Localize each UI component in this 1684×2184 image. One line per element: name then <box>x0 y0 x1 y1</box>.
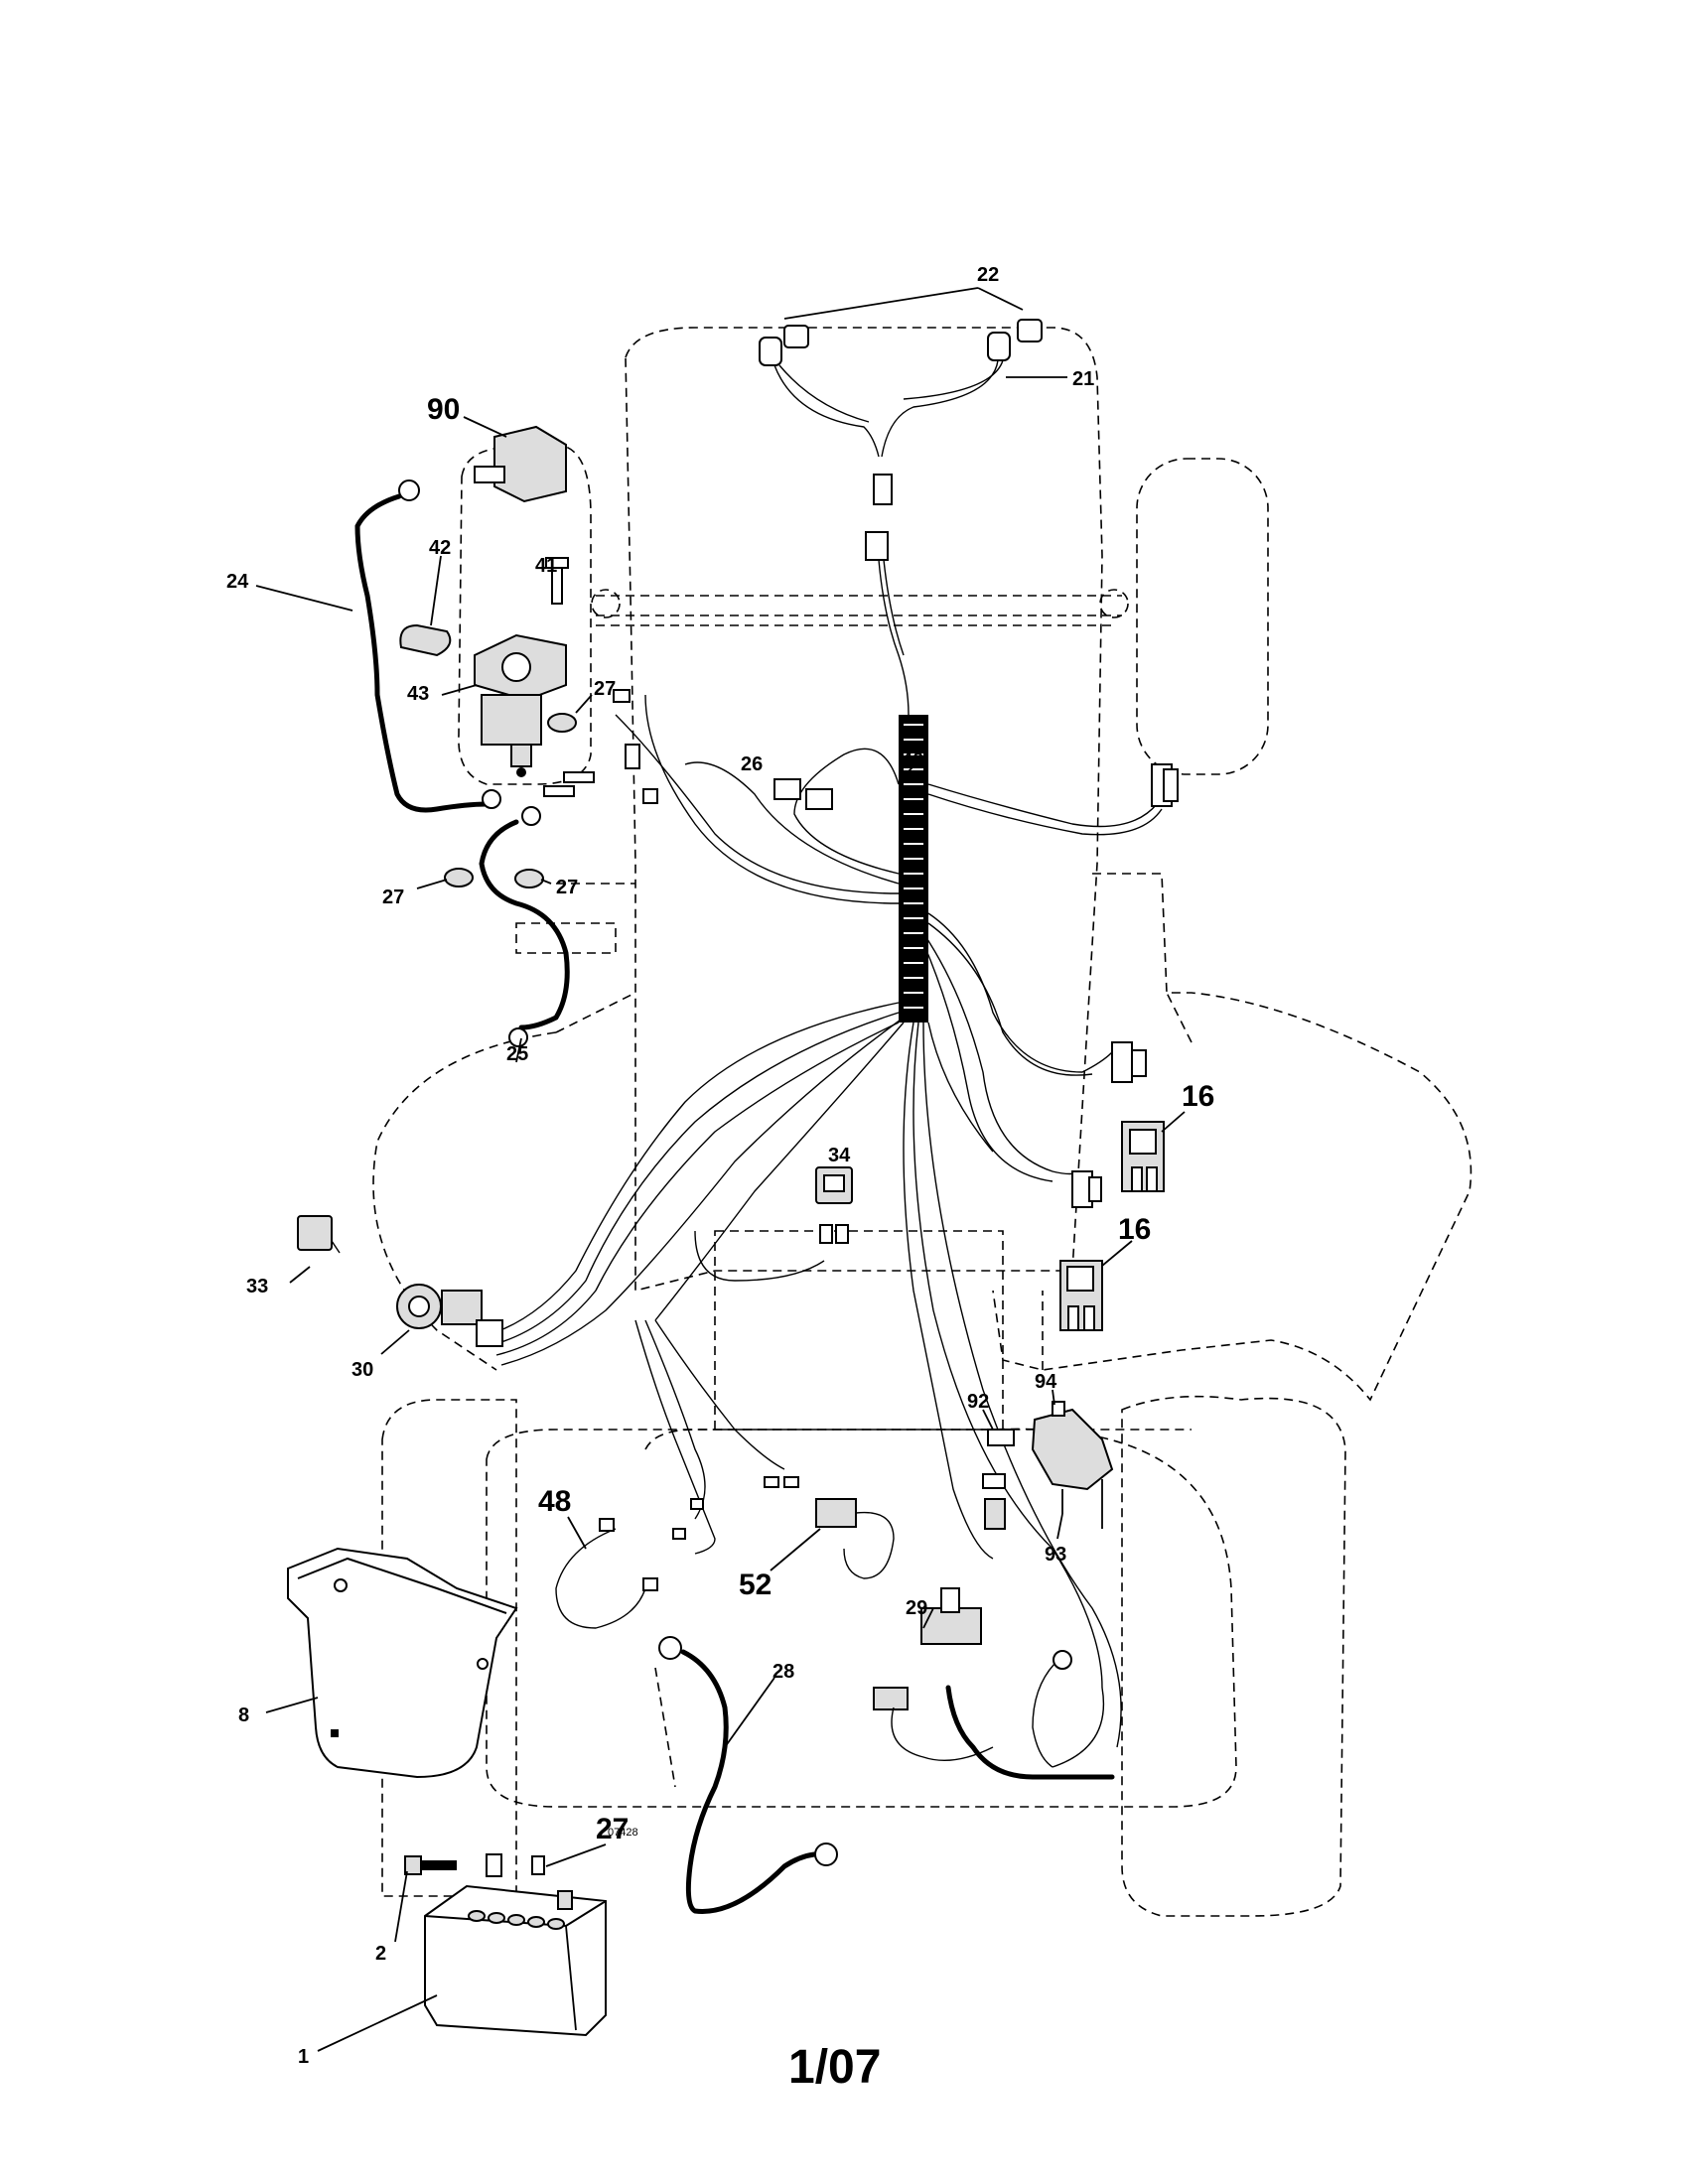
interlock-switch-16a <box>1111 1041 1165 1192</box>
callout-22: 22 <box>977 264 999 286</box>
starter-solenoid-area <box>399 425 658 888</box>
page-code: 1/07 <box>788 2041 881 2094</box>
callout-27b: 27 <box>382 887 404 908</box>
callout-16a: 16 <box>1182 1080 1214 1113</box>
pto-switch-94 <box>1031 1401 1114 1529</box>
callout-52: 52 <box>739 1569 772 1601</box>
callout-33: 33 <box>246 1276 268 1297</box>
main-harness <box>486 694 1179 1768</box>
callout-25: 25 <box>506 1043 528 1065</box>
callout-26: 26 <box>741 753 763 775</box>
callout-42: 42 <box>429 537 451 559</box>
callout-94: 94 <box>1035 1371 1057 1393</box>
callout-40: 40 <box>902 750 923 771</box>
relay-92 <box>982 1429 1015 1530</box>
callout-2: 2 <box>375 1943 386 1965</box>
callout-27a: 27 <box>594 678 616 700</box>
callout-92: 92 <box>967 1391 989 1413</box>
callout-21: 21 <box>1072 368 1094 390</box>
callout-labels: 22 21 90 42 41 24 43 27 40 26 27 27 25 1… <box>226 264 1214 2094</box>
callout-48: 48 <box>538 1485 571 1518</box>
callout-34: 34 <box>828 1145 851 1166</box>
leader-lines <box>255 287 1186 2052</box>
callout-30: 30 <box>351 1359 373 1381</box>
module-52 <box>764 1476 895 1579</box>
ignition-switch-30 <box>396 1284 503 1347</box>
wires-48 <box>555 1498 704 1629</box>
switch-34 <box>815 1166 853 1244</box>
headlight-harness <box>759 319 1043 716</box>
callout-24: 24 <box>226 571 249 593</box>
callout-90: 90 <box>427 393 460 426</box>
callout-27d: 27 <box>596 1813 629 1845</box>
bolt-2 <box>404 1853 545 1877</box>
interlock-switch-16b <box>1059 1170 1103 1331</box>
diode-33 <box>297 1215 341 1254</box>
callout-41: 41 <box>535 555 557 577</box>
callout-16b: 16 <box>1118 1213 1151 1246</box>
callout-28: 28 <box>772 1661 794 1683</box>
battery-1 <box>424 1884 607 2037</box>
battery-tray-8 <box>287 1547 518 1779</box>
callout-43: 43 <box>407 683 429 705</box>
tractor-outline <box>372 327 1473 1917</box>
switch-29 <box>873 1587 1115 1780</box>
callout-93: 93 <box>1045 1544 1066 1566</box>
callout-1: 1 <box>298 2046 309 2068</box>
callout-29: 29 <box>906 1597 927 1619</box>
cable-24 <box>354 479 501 813</box>
drawing-number: 07428 <box>608 1827 638 1839</box>
callout-8: 8 <box>238 1705 249 1726</box>
cable-25 <box>479 806 570 1047</box>
callout-27c: 27 <box>556 877 578 898</box>
cable-28 <box>658 1636 838 1914</box>
